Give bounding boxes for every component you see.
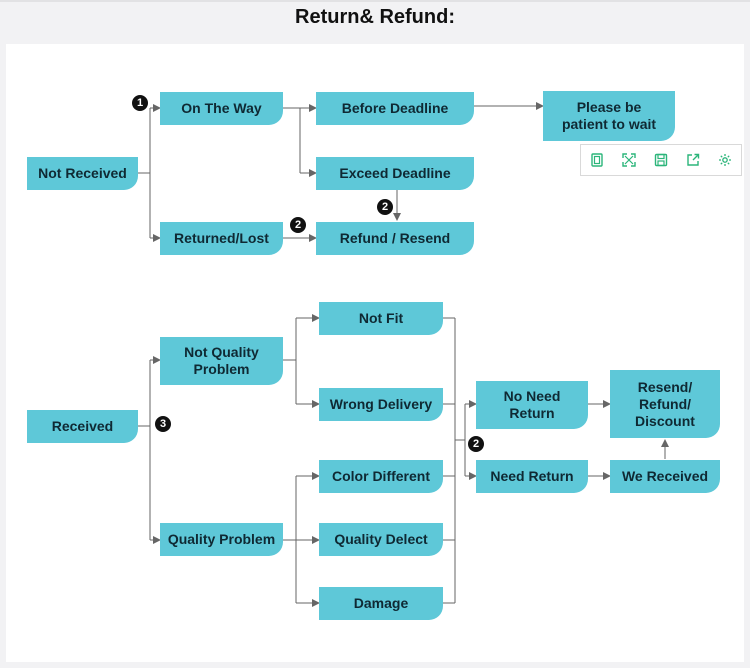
step-badge-1: 1 — [132, 95, 148, 111]
top-border — [0, 0, 750, 2]
step-badge-2-exceed: 2 — [377, 199, 393, 215]
step-badge-2-returned: 2 — [290, 217, 306, 233]
node-please-wait: Please be patient to wait — [543, 91, 675, 141]
node-not-quality-problem: Not Quality Problem — [160, 337, 283, 385]
node-refund-resend: Refund / Resend — [316, 222, 474, 255]
node-returned-lost: Returned/Lost — [160, 222, 283, 255]
node-quality-defect: Quality Delect — [319, 523, 443, 556]
node-we-received: We Received — [610, 460, 720, 493]
copy-icon[interactable] — [587, 150, 607, 170]
node-wrong-delivery: Wrong Delivery — [319, 388, 443, 421]
step-badge-3: 3 — [155, 416, 171, 432]
node-color-different: Color Different — [319, 460, 443, 493]
image-toolbar — [580, 144, 742, 176]
node-need-return: Need Return — [476, 460, 588, 493]
step-badge-2-received: 2 — [468, 436, 484, 452]
node-exceed-deadline: Exceed Deadline — [316, 157, 474, 190]
share-icon[interactable] — [683, 150, 703, 170]
page-title: Return& Refund: — [295, 6, 455, 28]
node-not-fit: Not Fit — [319, 302, 443, 335]
node-before-deadline: Before Deadline — [316, 92, 474, 125]
node-damage: Damage — [319, 587, 443, 620]
node-resend-refund-discount: Resend/ Refund/ Discount — [610, 370, 720, 438]
settings-icon[interactable] — [715, 150, 735, 170]
node-on-the-way: On The Way — [160, 92, 283, 125]
expand-icon[interactable] — [619, 150, 639, 170]
node-quality-problem: Quality Problem — [160, 523, 283, 556]
node-no-need-return: No Need Return — [476, 381, 588, 429]
save-icon[interactable] — [651, 150, 671, 170]
node-received: Received — [27, 410, 138, 443]
node-not-received: Not Received — [27, 157, 138, 190]
